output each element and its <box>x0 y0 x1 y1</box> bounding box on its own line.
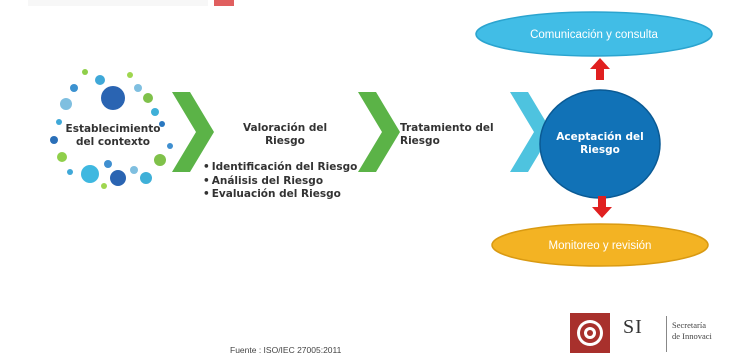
bullet-analisis: Análisis del Riesgo <box>203 175 357 189</box>
dot <box>127 72 133 78</box>
aceptacion-label: Aceptación del Riesgo <box>556 131 644 156</box>
dot <box>101 183 107 189</box>
valoracion-heading: Valoración del Riesgo <box>242 122 328 147</box>
arrow-up-icon <box>590 58 610 80</box>
dot <box>60 98 72 110</box>
comunicacion-oval: Comunicación y consulta <box>475 11 713 57</box>
chevron-arrow-2 <box>358 92 400 172</box>
logo-divider <box>666 316 667 352</box>
source-note: Fuente : ISO/IEC 27005:2011 <box>230 345 342 355</box>
bullet-evaluacion: Evaluación del Riesgo <box>203 188 357 202</box>
dot-ring <box>50 69 173 189</box>
dot <box>151 108 159 116</box>
monitoreo-oval: Monitoreo y revisión <box>491 223 709 267</box>
dot <box>110 170 126 186</box>
valoracion-bullets: Identificación del Riesgo Análisis del R… <box>203 161 358 202</box>
context-label: Establecimiento del contexto <box>58 123 168 148</box>
si-logo-text: SI <box>623 316 643 338</box>
bullet-identificacion: Identificación del Riesgo <box>203 161 358 175</box>
comunicacion-text: Comunicación y consulta <box>530 29 658 41</box>
dot <box>159 121 165 127</box>
secretaria-text: Secretaría de Innovaci <box>672 320 712 341</box>
dot <box>143 93 153 103</box>
dot <box>56 119 62 125</box>
dot <box>104 160 112 168</box>
arrow-down-icon <box>592 196 612 218</box>
dot <box>81 165 99 183</box>
dot <box>50 136 58 144</box>
monitoreo-text: Monitoreo y revisión <box>549 240 652 252</box>
dot <box>70 84 78 92</box>
dot <box>95 75 105 85</box>
dot <box>134 84 142 92</box>
context-dot-cluster <box>50 69 173 189</box>
dot <box>101 86 125 110</box>
tratamiento-label: Tratamiento del Riesgo <box>400 122 494 147</box>
title-fragment <box>28 0 234 6</box>
dot <box>167 143 173 149</box>
dot <box>154 154 166 166</box>
dot <box>57 152 67 162</box>
chevron-arrow-1 <box>172 92 214 172</box>
dot <box>82 69 88 75</box>
university-seal-icon <box>570 313 610 353</box>
dot <box>130 166 138 174</box>
dot <box>67 169 73 175</box>
dot <box>140 172 152 184</box>
context-text: Establecimiento del contexto <box>65 123 161 148</box>
